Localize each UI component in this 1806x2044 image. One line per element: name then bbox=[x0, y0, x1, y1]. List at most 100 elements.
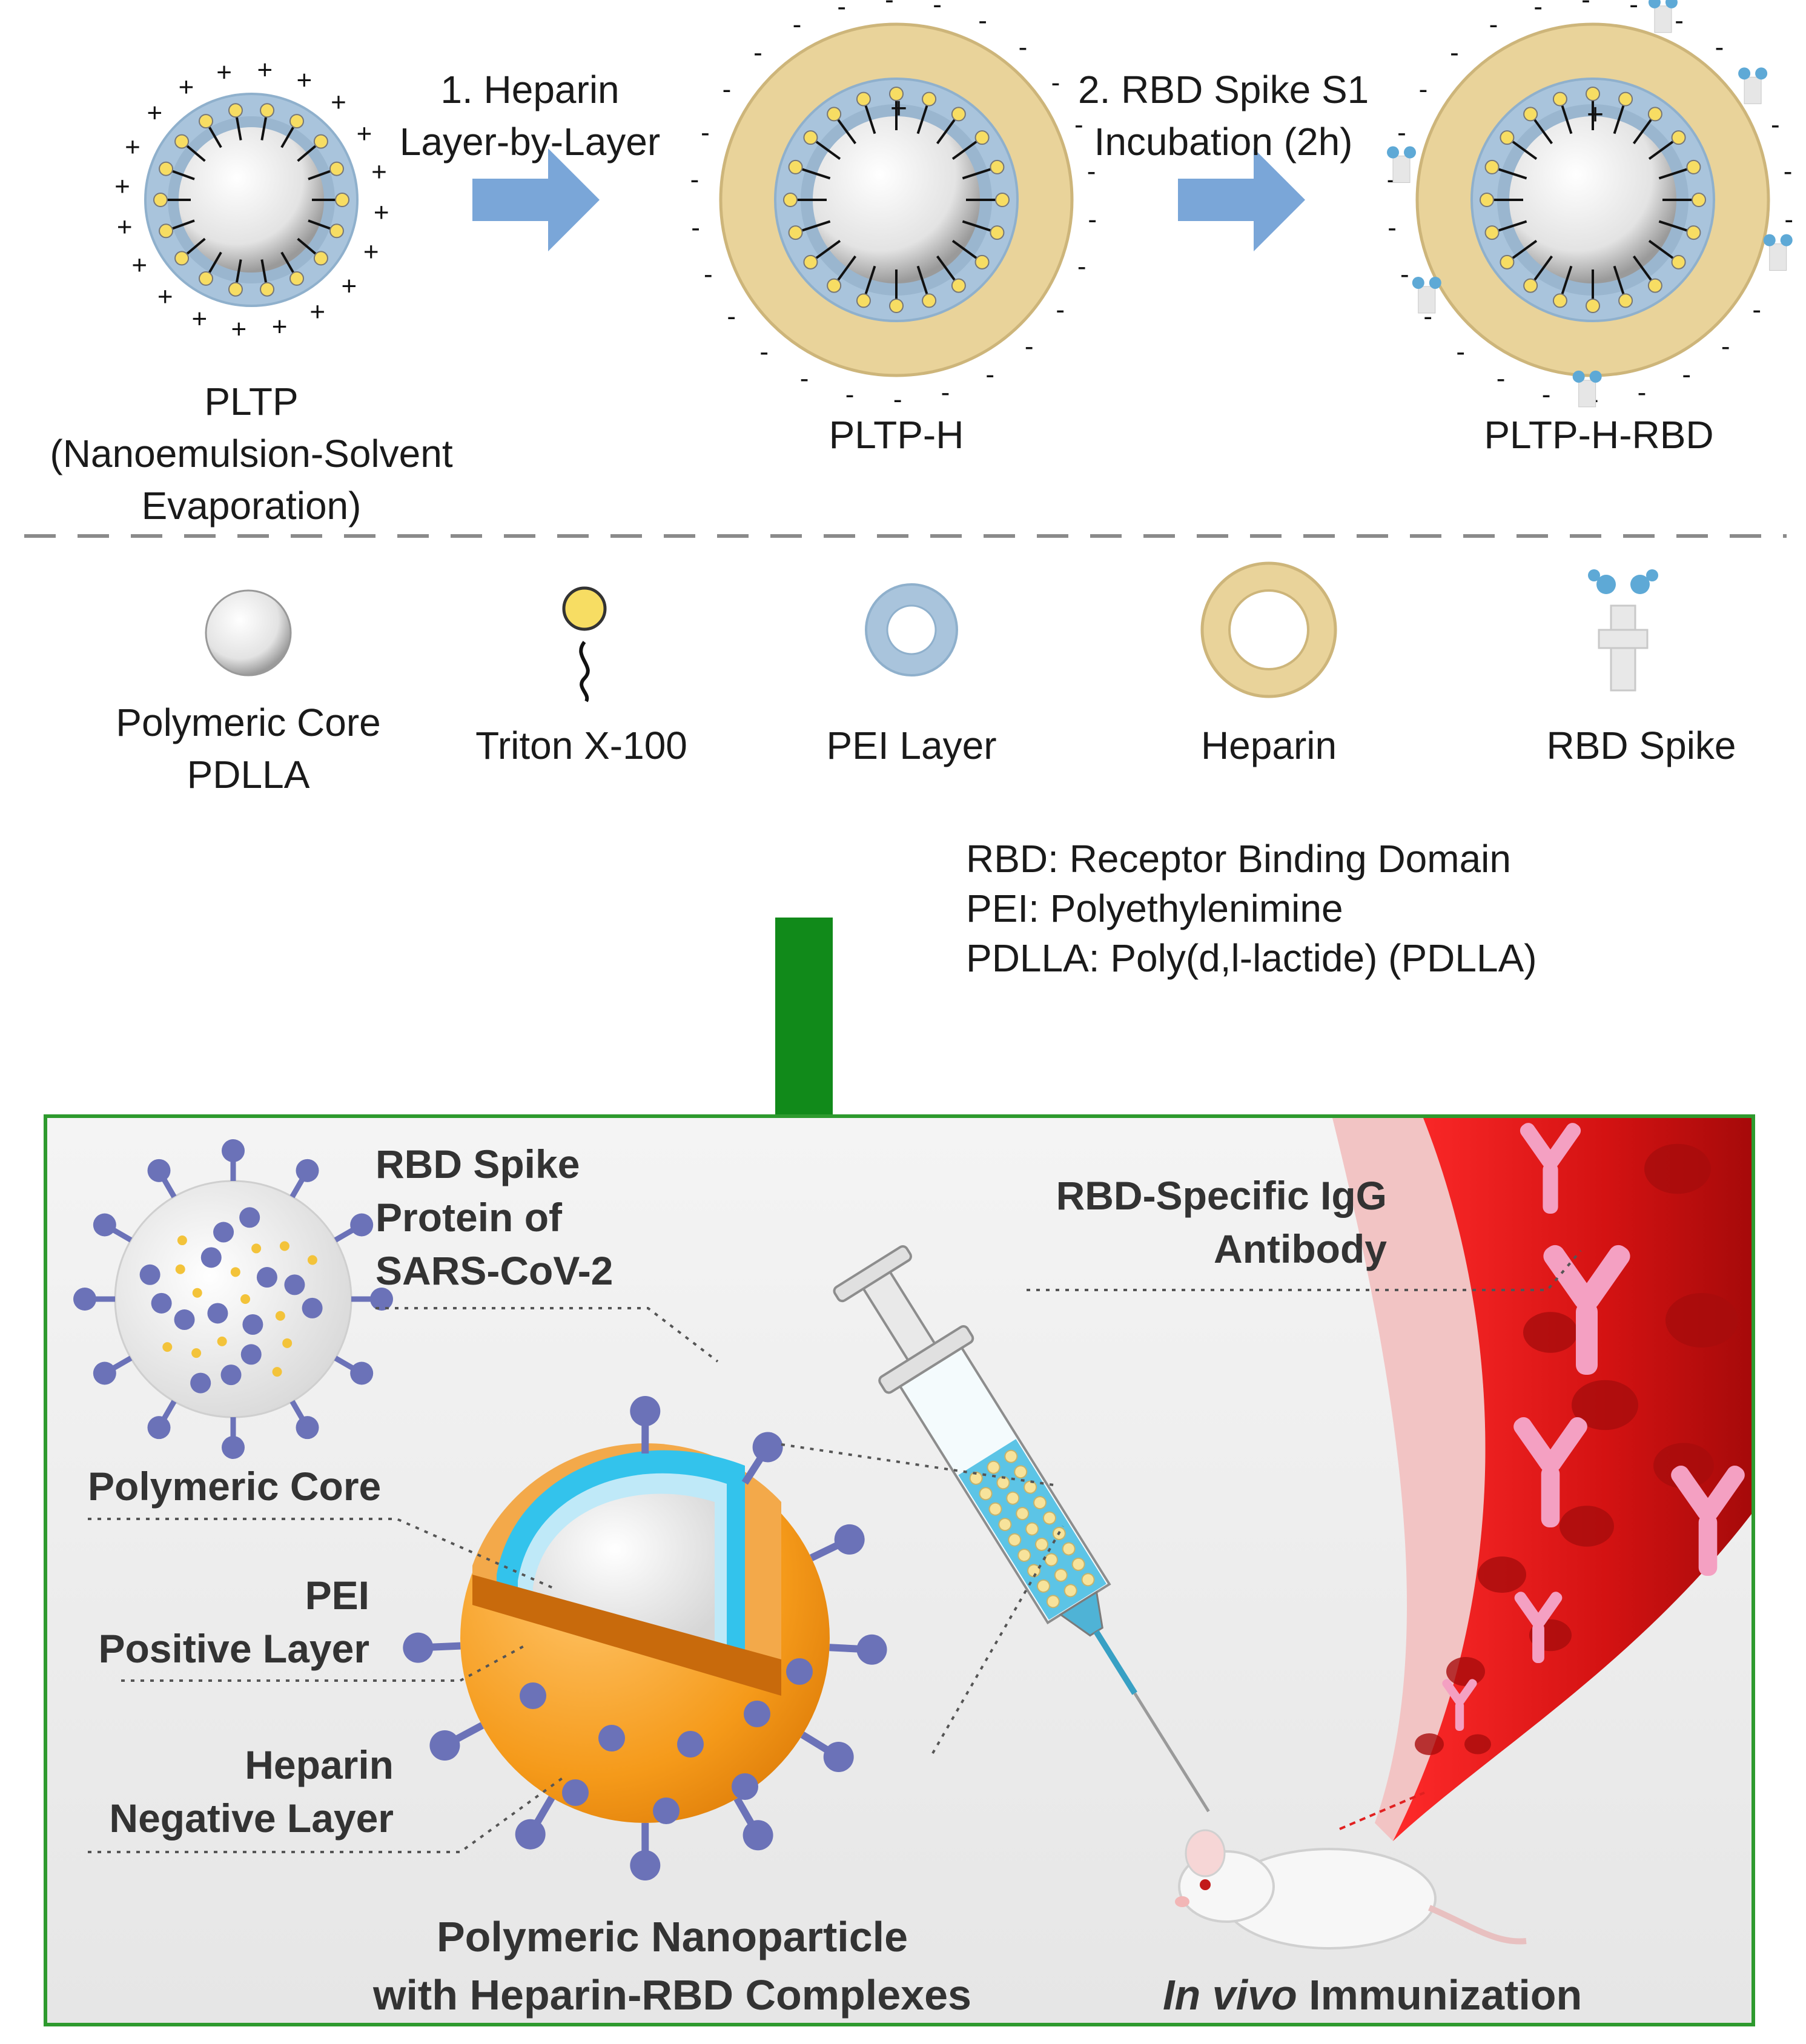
legend-label-triton: Triton X-100 bbox=[424, 719, 739, 772]
legend-label-rbd-spike: RBD Spike bbox=[1490, 719, 1793, 772]
heparin-dot bbox=[282, 1338, 293, 1348]
rbd-spike-tip bbox=[1429, 276, 1441, 289]
igg-antibody bbox=[1514, 1592, 1563, 1663]
rbd-spike bbox=[1392, 156, 1411, 184]
abbr-pei: PEI: Polyethylenimine bbox=[966, 887, 1343, 930]
abbreviations: RBD: Receptor Binding Domain PEI: Polyet… bbox=[966, 834, 1537, 983]
red-blood-cell bbox=[1644, 1143, 1711, 1194]
surface-rbd bbox=[653, 1798, 680, 1824]
spike-head bbox=[73, 1288, 96, 1311]
rbd-protein-line-1: RBD Spike bbox=[375, 1142, 580, 1186]
heparin-dot bbox=[279, 1241, 289, 1251]
red-blood-cell bbox=[1653, 1443, 1714, 1489]
charge-sign: + bbox=[216, 58, 232, 87]
surfactant-head bbox=[1484, 159, 1500, 174]
surfactant-head bbox=[159, 161, 174, 176]
rbd-dot bbox=[139, 1264, 160, 1285]
spike-head bbox=[743, 1820, 773, 1851]
vaccine-particle bbox=[988, 1502, 1002, 1516]
vaccine-particle bbox=[1017, 1549, 1031, 1563]
surfactant-head bbox=[1500, 254, 1515, 270]
rbd-protein-line-3: SARS-CoV-2 bbox=[375, 1248, 614, 1293]
surfactant-head bbox=[329, 161, 344, 176]
rbd-spike-tip bbox=[1589, 370, 1602, 383]
red-blood-cell bbox=[1572, 1380, 1638, 1430]
charge-sign: - bbox=[1533, 0, 1543, 21]
surfactant-head bbox=[951, 107, 966, 122]
charge-sign: - bbox=[845, 380, 855, 409]
heparin-line-2: Negative Layer bbox=[109, 1796, 394, 1841]
vaccine-particle bbox=[1044, 1553, 1058, 1567]
charge-sign: + bbox=[157, 282, 173, 311]
charge-sign: - bbox=[1752, 295, 1761, 325]
surface-rbd bbox=[786, 1658, 813, 1685]
rbd-spike-tip bbox=[1755, 67, 1768, 80]
antibody-stem bbox=[1541, 1466, 1560, 1527]
pltp-line-3: Evaporation) bbox=[141, 484, 362, 528]
spike-head bbox=[630, 1850, 661, 1880]
charge-sign: - bbox=[759, 337, 769, 367]
surfactant-head bbox=[922, 91, 937, 107]
heparin-dot bbox=[192, 1288, 202, 1298]
surfactant-head bbox=[159, 223, 174, 239]
vaccine-particle bbox=[1004, 1449, 1018, 1463]
spike-head bbox=[429, 1730, 460, 1761]
label-pei-layer: PEI Positive Layer bbox=[79, 1569, 369, 1675]
rbd-protein-line-2: Protein of bbox=[375, 1195, 562, 1240]
spike-head bbox=[296, 1416, 319, 1440]
rbd-spike bbox=[1418, 286, 1436, 314]
charge-sign: - bbox=[1542, 380, 1551, 409]
charge-sign: + bbox=[331, 88, 346, 117]
charge-sign: - bbox=[1400, 259, 1409, 289]
spike-head bbox=[370, 1288, 393, 1311]
igg-antibody bbox=[1543, 1245, 1630, 1375]
surfactant-head bbox=[1523, 278, 1538, 293]
heparin-line-1: Heparin bbox=[245, 1742, 394, 1787]
antibody-arm bbox=[1533, 1592, 1563, 1627]
surfactant-head bbox=[1671, 130, 1686, 145]
rbd-spike bbox=[1578, 380, 1596, 408]
surfactant-head bbox=[922, 293, 937, 308]
spike-head bbox=[403, 1632, 434, 1663]
spike-head bbox=[823, 1742, 854, 1773]
legend-triton-line: Triton X-100 bbox=[475, 724, 687, 767]
surfactant-head bbox=[803, 254, 818, 270]
charge-sign: - bbox=[1784, 156, 1793, 186]
charge-sign: - bbox=[1450, 38, 1459, 68]
vaccine-particle bbox=[1025, 1522, 1039, 1536]
spike-head bbox=[222, 1139, 245, 1162]
surfactant-head bbox=[174, 134, 190, 149]
charge-sign: - bbox=[1074, 110, 1083, 140]
charge-sign: + bbox=[117, 213, 133, 242]
surfactant-head bbox=[1586, 299, 1600, 313]
rbd-spike-tip bbox=[1412, 276, 1424, 289]
vaccine-particle bbox=[1036, 1579, 1050, 1593]
igg-antibody bbox=[1671, 1465, 1745, 1576]
legend-heparin-line: Heparin bbox=[1200, 724, 1337, 767]
np-caption-line-1: Polymeric Nanoparticle bbox=[436, 1913, 908, 1960]
vaccine-particle bbox=[1063, 1584, 1077, 1598]
charge-sign: - bbox=[1025, 331, 1034, 361]
rbd-dot bbox=[239, 1207, 260, 1228]
surfactant-head bbox=[260, 282, 275, 297]
step-2-line-2: Incubation (2h) bbox=[1094, 120, 1353, 164]
charge-sign: + bbox=[125, 132, 141, 162]
rbd-dot bbox=[207, 1303, 228, 1324]
surfactant-head bbox=[889, 87, 904, 101]
rbd-spike-tip bbox=[1572, 370, 1585, 383]
legend-label-core: Polymeric Core PDLLA bbox=[67, 696, 430, 801]
rbd-dot bbox=[242, 1314, 263, 1335]
surfactant-head bbox=[783, 193, 798, 207]
legend-icon-pei bbox=[865, 583, 958, 676]
antibody-arm bbox=[1544, 1123, 1581, 1168]
charge-sign: - bbox=[885, 0, 894, 15]
igg-antibody bbox=[1442, 1679, 1477, 1731]
heparin-dot bbox=[177, 1235, 187, 1246]
legend-core-line-2: PDLLA bbox=[187, 753, 310, 796]
surfactant-head bbox=[1480, 193, 1494, 207]
red-blood-cell bbox=[1523, 1312, 1578, 1353]
surfactant-head bbox=[335, 193, 349, 207]
surfactant-head bbox=[1586, 87, 1600, 101]
charge-sign: - bbox=[1715, 32, 1724, 62]
surfactant-head bbox=[974, 254, 990, 270]
